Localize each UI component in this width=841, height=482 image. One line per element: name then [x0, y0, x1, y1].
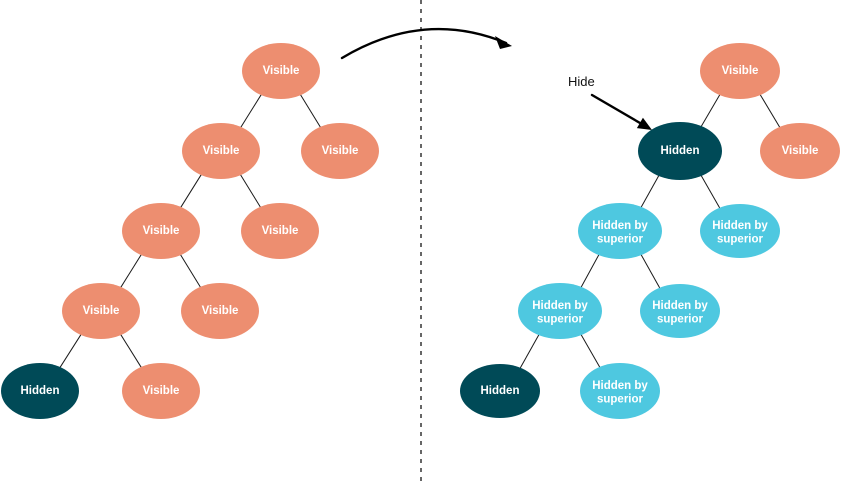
- tree-node-visible[interactable]: Visible: [181, 283, 259, 339]
- tree-edge: [518, 332, 541, 371]
- node-label: Hidden: [661, 145, 700, 157]
- node-label: Visible: [262, 225, 299, 237]
- tree-node-visible[interactable]: Visible: [700, 43, 780, 99]
- node-ellipse: [760, 123, 840, 179]
- tree-node-visible[interactable]: Visible: [122, 203, 200, 259]
- tree-edge: [758, 92, 782, 130]
- transition-arrow-head: [495, 36, 512, 49]
- tree-node-visible[interactable]: Visible: [182, 123, 260, 179]
- tree-node-hidden[interactable]: Hidden: [1, 363, 79, 419]
- node-ellipse: [700, 204, 780, 258]
- arrows-layer: [340, 27, 652, 130]
- tree-edge: [299, 92, 322, 130]
- node-ellipse: [122, 203, 200, 259]
- annotations-layer: Hide: [568, 74, 595, 89]
- tree-edge: [119, 252, 143, 290]
- node-ellipse: [580, 363, 660, 419]
- tree-edge: [639, 173, 661, 210]
- node-ellipse: [518, 283, 602, 339]
- tree-edge: [119, 332, 143, 370]
- tree-edge: [239, 172, 262, 210]
- tree-edge: [179, 252, 202, 290]
- node-ellipse: [122, 363, 200, 419]
- tree-edge: [579, 252, 601, 290]
- node-ellipse: [182, 123, 260, 179]
- tree-edge: [699, 173, 722, 211]
- hide-arrow-shaft: [590, 93, 646, 127]
- tree-node-visible[interactable]: Visible: [62, 283, 140, 339]
- node-label: Visible: [263, 65, 300, 77]
- tree-edge: [179, 172, 203, 210]
- transition-arrow-shaft: [340, 27, 508, 60]
- node-ellipse: [578, 203, 662, 259]
- node-ellipse: [62, 283, 140, 339]
- tree-node-visible[interactable]: Visible: [301, 123, 379, 179]
- node-ellipse: [301, 123, 379, 179]
- tree-edge: [58, 332, 83, 370]
- node-label: Visible: [203, 145, 240, 157]
- tree-edge: [699, 92, 722, 129]
- node-label: Hidden: [21, 385, 60, 397]
- tree-node-hidden[interactable]: Hidden: [638, 122, 722, 180]
- node-label: Visible: [722, 65, 759, 77]
- node-ellipse: [700, 43, 780, 99]
- node-ellipse: [460, 364, 540, 418]
- tree-edge: [579, 332, 602, 370]
- node-ellipse: [241, 203, 319, 259]
- node-label: Visible: [202, 305, 239, 317]
- node-label: Visible: [782, 145, 819, 157]
- tree-node-hidden[interactable]: Hidden: [460, 364, 540, 418]
- hide-annotation: Hide: [568, 74, 595, 89]
- tree-edge: [639, 252, 662, 291]
- node-ellipse: [181, 283, 259, 339]
- node-ellipse: [640, 284, 720, 338]
- tree-edge: [239, 92, 263, 130]
- node-label: Visible: [322, 145, 359, 157]
- node-ellipse: [242, 43, 320, 99]
- node-label: Visible: [143, 385, 180, 397]
- node-label: Visible: [143, 225, 180, 237]
- hide-arrow-head: [636, 117, 652, 130]
- node-label: Visible: [83, 305, 120, 317]
- tree-node-visible[interactable]: Visible: [241, 203, 319, 259]
- tree-node-visible[interactable]: Visible: [122, 363, 200, 419]
- node-label: Hidden: [481, 385, 520, 397]
- node-ellipse: [1, 363, 79, 419]
- tree-node-visible[interactable]: Visible: [242, 43, 320, 99]
- tree-node-visible[interactable]: Visible: [760, 123, 840, 179]
- edges-layer: [58, 92, 782, 371]
- node-ellipse: [638, 122, 722, 180]
